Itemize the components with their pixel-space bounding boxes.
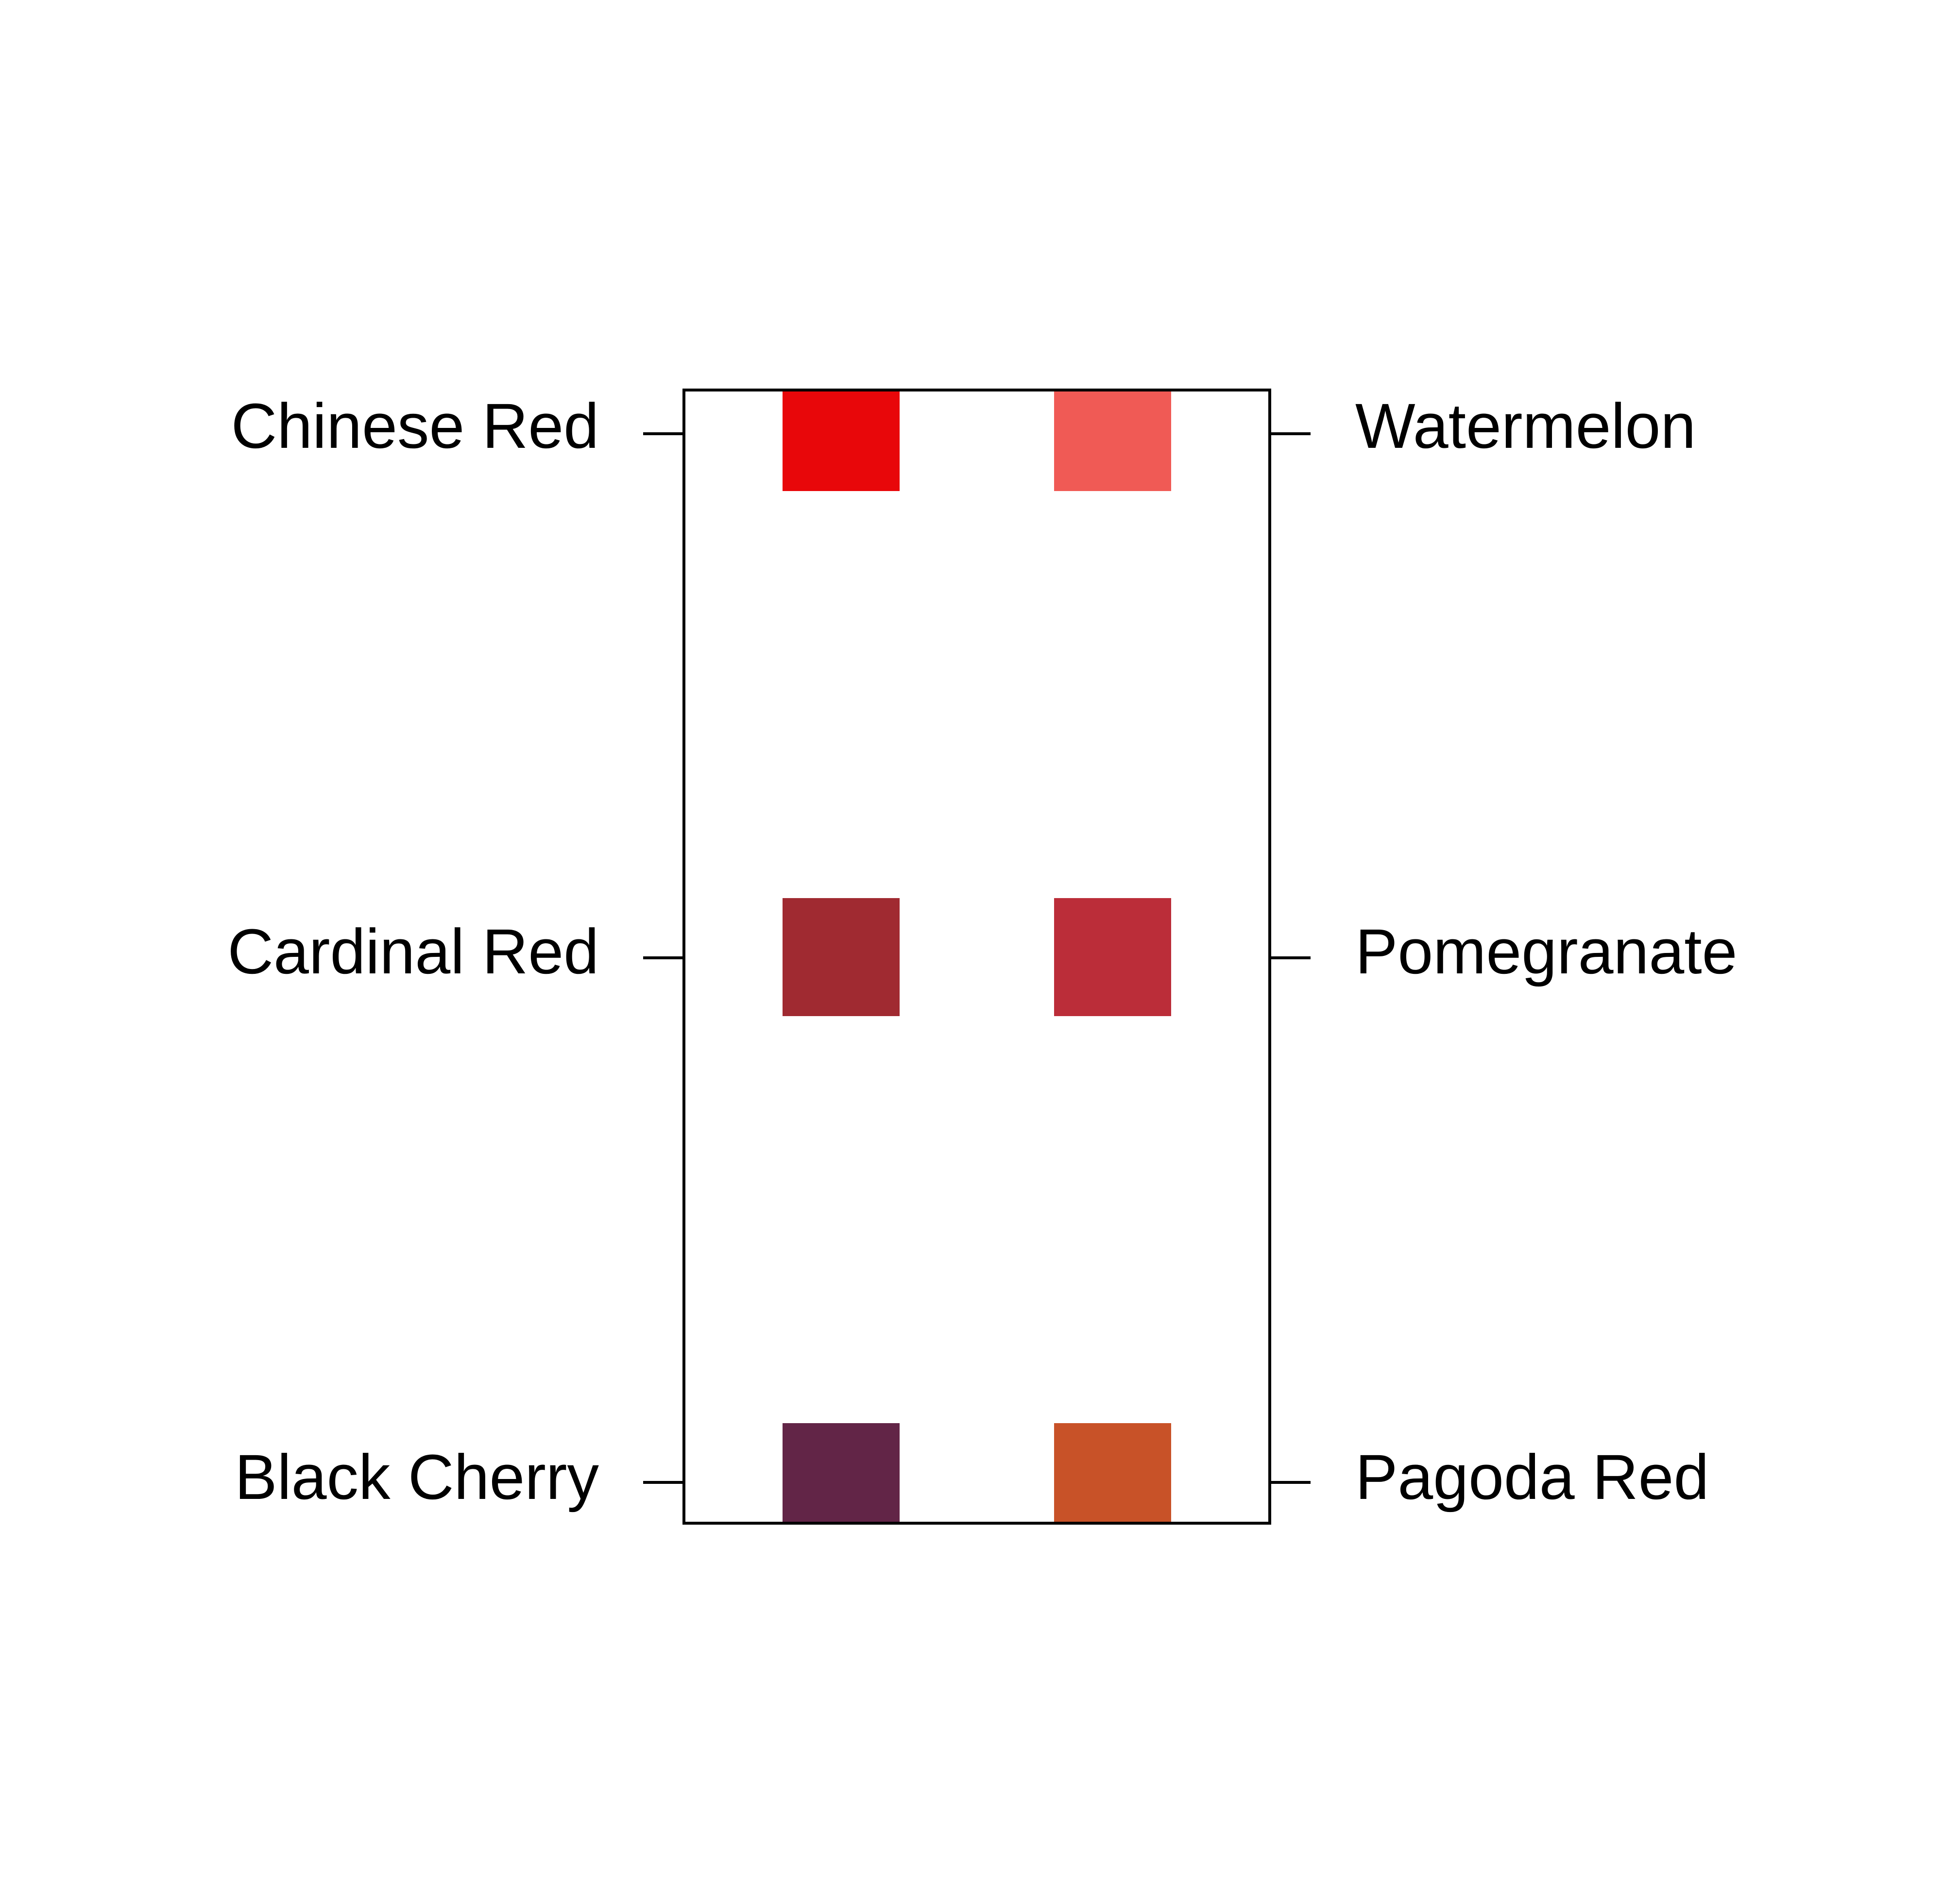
swatch-pomegranate xyxy=(1054,898,1171,1016)
swatch-chinese-red xyxy=(783,391,900,491)
swatch-cardinal-red xyxy=(783,898,900,1016)
plot-frame xyxy=(682,389,1271,1525)
label-cardinal-red: Cardinal Red xyxy=(227,916,599,987)
swatch-watermelon xyxy=(1054,391,1171,491)
label-watermelon: Watermelon xyxy=(1355,390,1696,461)
swatch-black-cherry xyxy=(783,1423,900,1522)
label-black-cherry: Black Cherry xyxy=(235,1441,599,1513)
label-chinese-red: Chinese Red xyxy=(231,390,599,461)
label-pomegranate: Pomegranate xyxy=(1355,916,1738,987)
label-pagoda-red: Pagoda Red xyxy=(1355,1441,1709,1513)
swatch-pagoda-red xyxy=(1054,1423,1171,1522)
